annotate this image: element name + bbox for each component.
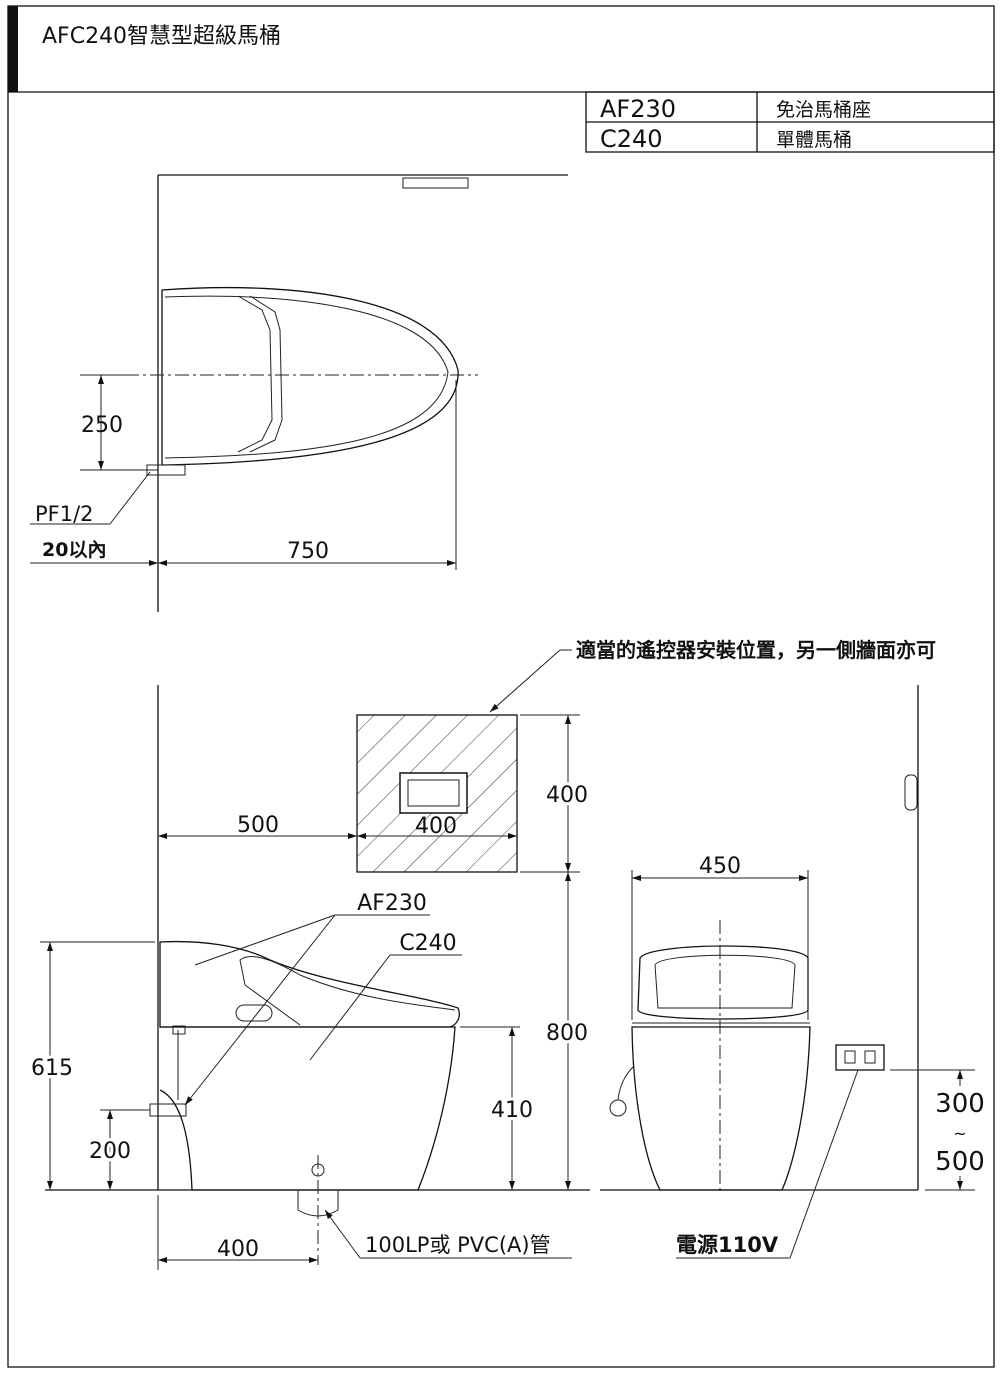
label-c240: C240 (399, 931, 456, 956)
pipe-label: PF1/2 (35, 502, 94, 526)
remote-note: 適當的遙控器安裝位置，另一側牆面亦可 (576, 638, 936, 662)
power-outlet-icon (835, 1044, 885, 1071)
dim-range-tilde: ~ (953, 1124, 966, 1143)
paper-holder (904, 774, 918, 811)
dim-500: 500 (237, 813, 279, 838)
drain-label: 100LP或 PVC(A)管 (365, 1233, 551, 1257)
dim-500-outlet: 500 (935, 1147, 985, 1177)
bowl-c240 (159, 1026, 456, 1191)
seat-lid-hinge (237, 295, 273, 453)
dim-410: 410 (491, 1098, 533, 1123)
wall-fixture (402, 177, 469, 189)
drain-pipe (297, 1190, 339, 1217)
top-view: 250 PF1/2 20以內 750 (30, 174, 568, 612)
dim-400-drain: 400 (217, 1237, 259, 1262)
dim-800: 800 (546, 1021, 588, 1046)
drawing-title: AFC240智慧型超級馬桶 (42, 24, 281, 49)
drawing-border (7, 5, 995, 1368)
side-view: 適當的遙控器安裝位置，另一側牆面亦可 500 400 400 800 AF230… (28, 638, 985, 1270)
front-bowl (631, 1026, 811, 1191)
parts-table: AF230 免治馬桶座 C240 單體馬桶 (585, 91, 995, 153)
label-af230: AF230 (357, 891, 427, 916)
supply-valve (149, 1103, 187, 1117)
toilet-top-outline (161, 286, 459, 466)
remote-control-icon (399, 772, 468, 814)
supply-valve (146, 464, 186, 476)
dim-400-width: 400 (415, 814, 457, 839)
dim-450: 450 (699, 854, 741, 879)
dim-400-height: 400 (546, 783, 588, 808)
seat-af230 (159, 940, 460, 1028)
supply-valve (609, 1099, 627, 1117)
dim-615: 615 (31, 1056, 73, 1081)
part-description: 單體馬桶 (776, 129, 852, 151)
power-label: 電源110V (676, 1233, 779, 1257)
dim-300: 300 (935, 1089, 985, 1119)
part-model: AF230 (600, 95, 676, 123)
control-buttons (235, 1004, 273, 1022)
part-model: C240 (600, 125, 663, 153)
title-bar-accent (8, 6, 18, 92)
dim-250: 250 (81, 413, 123, 438)
dim-200: 200 (89, 1139, 131, 1164)
dim-750: 750 (287, 539, 329, 564)
wall-offset-label: 20以內 (42, 539, 106, 561)
part-description: 免治馬桶座 (776, 99, 871, 121)
